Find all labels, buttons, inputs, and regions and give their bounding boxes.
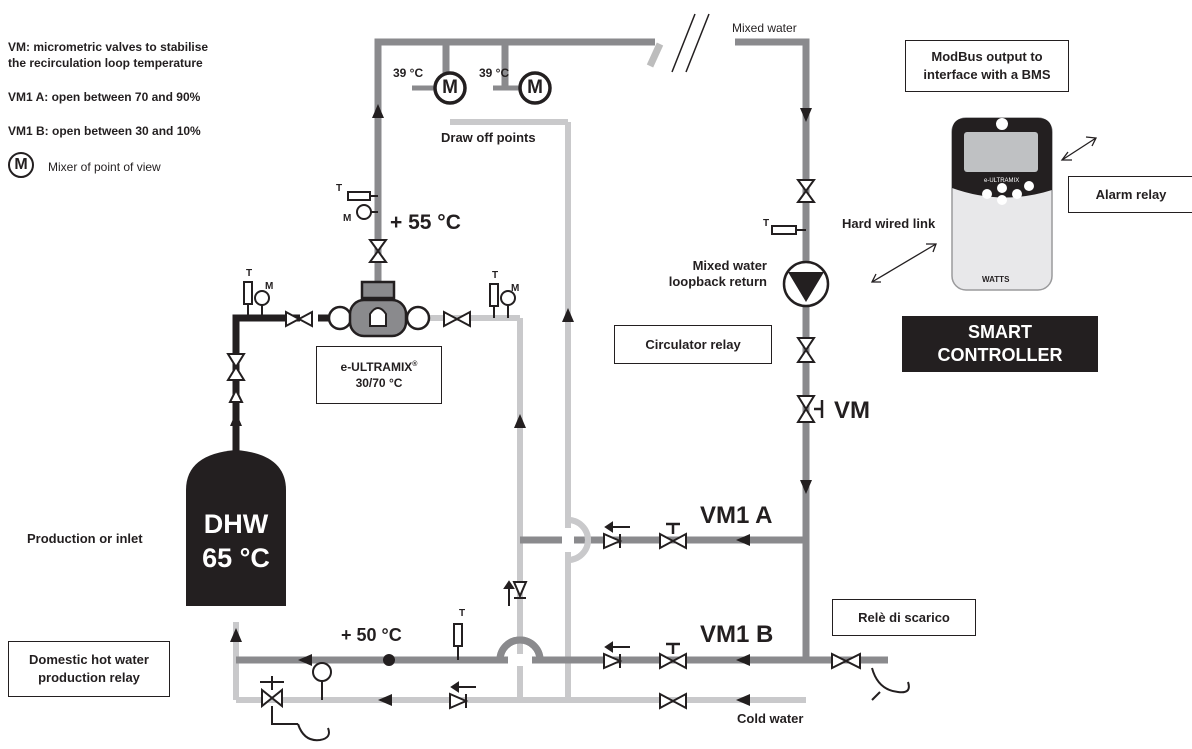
pipe-break [646, 13, 710, 73]
legend-vm1b: VM1 B: open between 30 and 10% [8, 124, 201, 138]
label-temp-50: + 50 °C [341, 625, 402, 645]
draw-off-mixer-right [493, 71, 552, 105]
label-draw-off-points: Draw off points [441, 130, 536, 145]
gauge-m-label-3: M [511, 283, 520, 294]
label-vm1a: VM1 A [700, 502, 773, 529]
modbus-line1: ModBus output to [931, 49, 1043, 65]
isolation-valves [226, 179, 861, 710]
circulator-relay-box: Circulator relay [614, 325, 772, 364]
legend-vm-desc-line2: the recirculation loop temperature [8, 56, 203, 70]
ultramix-name-row: e-ULTRAMIX® [341, 359, 418, 375]
domestic-relay-line1: Domestic hot water [29, 652, 149, 668]
ultramix-label-box: e-ULTRAMIX® 30/70 °C [316, 346, 442, 404]
link-arrows [870, 136, 1098, 283]
mixer-legend-icon: M [8, 152, 34, 178]
controller-brand: e-ULTRAMIX [984, 178, 1019, 184]
legend-vm1a-key: VM1 A: [8, 90, 49, 104]
thermostatic-mixer [327, 280, 431, 338]
label-mixed-water-return-line1: Mixed water [692, 258, 767, 273]
label-temp-39-left: 39 °C [393, 66, 424, 80]
mixer-symbol-right: M [527, 77, 543, 98]
flow-arrows [230, 104, 812, 706]
temperature-sensors [243, 191, 797, 647]
label-vm1b: VM1 B [700, 621, 774, 648]
drain-outlets [260, 667, 910, 742]
dhw-name: DHW [203, 509, 269, 539]
legend-vm1a-desc: open between 70 and 90% [51, 90, 201, 104]
dhw-tank-label: DHW 65 °C [186, 508, 286, 576]
sensor-t-label-2: T [246, 268, 253, 279]
circulator-pump [782, 260, 830, 308]
smart-controller-line2: CONTROLLER [937, 345, 1063, 365]
modbus-output-box: ModBus output to interface with a BMS [905, 40, 1069, 92]
mixer-symbol-left: M [442, 77, 458, 98]
dhw-tank [186, 450, 286, 606]
label-cold-water: Cold water [737, 711, 804, 726]
sensor-t-label-3: T [492, 270, 499, 281]
legend-vm1a: VM1 A: open between 70 and 90% [8, 90, 200, 104]
label-mixed-water: Mixed water [732, 21, 797, 35]
smart-controller-box: SMART CONTROLLER [902, 316, 1098, 372]
label-mixed-water-return-line2: loopback return [668, 273, 767, 289]
legend-vm1b-desc: open between 30 and 10% [52, 124, 201, 138]
draw-off-mixer-left [412, 71, 467, 105]
gauge-m-label-2: M [265, 281, 274, 292]
domestic-relay-line2: production relay [38, 670, 140, 685]
legend-vm-key: VM: [8, 40, 30, 54]
check-valve-flow-marks [450, 521, 630, 693]
cold-water-pipes [233, 119, 806, 703]
alarm-relay-box: Alarm relay [1068, 176, 1192, 213]
label-temp-39-right: 39 °C [479, 66, 510, 80]
rele-di-scarico-box: Relè di scarico [832, 599, 976, 636]
label-vm: VM [834, 397, 870, 424]
smart-controller-device [951, 117, 1053, 291]
temperature-point [383, 654, 395, 666]
domestic-hot-water-relay-box: Domestic hot water production relay [8, 641, 170, 697]
smart-controller-line1: SMART [968, 321, 1032, 342]
legend-mixer-desc: Mixer of point of view [48, 160, 161, 174]
label-production-or-inlet: Production or inlet [27, 531, 143, 546]
label-mixed-water-return: Mixed water loopback return [660, 258, 767, 289]
dhw-temperature: 65 °C [202, 542, 270, 573]
ultramix-range: 30/70 °C [355, 376, 403, 390]
legend-vm1b-key: VM1 B: [8, 124, 49, 138]
modbus-line2: interface with a BMS [923, 67, 1051, 82]
ultramix-name: e-ULTRAMIX [340, 359, 413, 374]
sensor-t-label-1: T [336, 183, 343, 194]
legend-vm-desc-line1: micrometric valves to stabilise [33, 40, 209, 54]
controller-maker: WATTS [982, 275, 1010, 284]
check-valves [228, 387, 623, 710]
legend-vm: VM: micrometric valves to stabilise [8, 40, 208, 54]
sensor-t-label-5: T [763, 218, 770, 229]
sensor-t-label-4: T [459, 608, 466, 619]
label-temp-55: + 55 °C [390, 211, 461, 234]
label-hard-wired-link: Hard wired link [842, 216, 936, 231]
ultramix-registered-mark: ® [412, 360, 418, 368]
pressure-gauges [254, 204, 516, 682]
gauge-m-label-1: M [343, 213, 352, 224]
